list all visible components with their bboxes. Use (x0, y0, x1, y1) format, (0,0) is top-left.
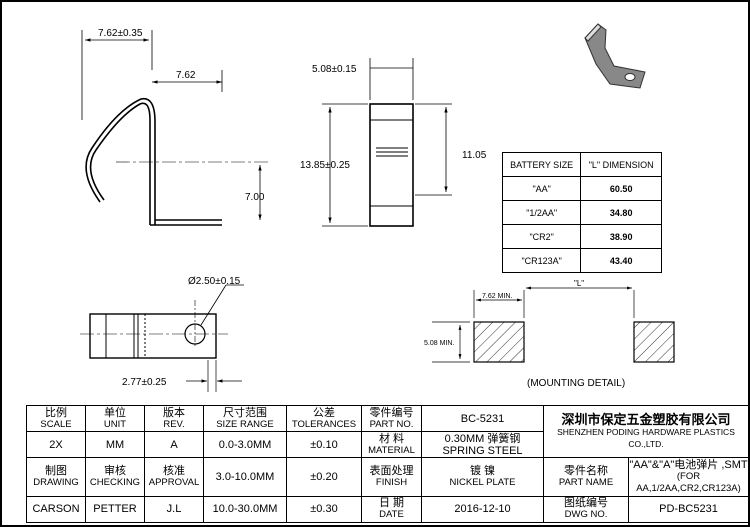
date-value: 2016-12-10 (421, 495, 544, 524)
battery-size-cell: "AA" (501, 176, 582, 201)
front-view (322, 58, 452, 227)
size-range-1: 0.0-3.0MM (203, 431, 287, 459)
battery-size-cell: "CR123A" (501, 248, 582, 273)
hole-diameter-dim: Ø2.50±0.15 (188, 276, 241, 287)
bottom-view (80, 284, 244, 392)
checker-value: PETTER (85, 495, 145, 524)
tolerance-3: ±0.30 (286, 495, 362, 524)
table-row: "AA" 60.50 (501, 176, 662, 201)
part-no-value: BC-5231 (421, 404, 544, 433)
hole-offset-dim: 2.77±0.25 (122, 377, 167, 388)
dwg-no-value: PD-BC5231 (628, 495, 749, 524)
table-row: "CR123A" 43.40 (501, 248, 662, 273)
mount-min-width: 7.62 MIN. (482, 293, 512, 300)
l-dimension-header: "L" DIMENSION (580, 152, 662, 177)
unit-value: MM (85, 431, 145, 459)
part-name-value: "AA"&"A"电池弹片 ,SMT(FOR AA,1/2AA,CR2,CR123… (628, 457, 749, 497)
battery-size-header: BATTERY SIZE (501, 152, 582, 177)
tolerance-2: ±0.20 (286, 457, 362, 497)
mount-l-label: "L" (574, 279, 584, 288)
l-dimension-cell: 43.40 (580, 248, 662, 273)
drawer-value: CARSON (26, 495, 86, 524)
front-height-dim: 13.85±0.25 (300, 160, 350, 171)
l-dimension-cell: 60.50 (580, 176, 662, 201)
table-row: "1/2AA" 34.80 (501, 200, 662, 225)
battery-size-cell: "1/2AA" (501, 200, 582, 225)
front-inner-dim: 11.05 (462, 150, 487, 161)
l-dimension-cell: 34.80 (580, 200, 662, 225)
size-range-3: 10.0-30.0MM (203, 495, 287, 524)
side-height-dim: 7.00 (245, 192, 265, 203)
l-dimension-cell: 38.90 (580, 224, 662, 249)
company-cell: 深圳市保定五金塑胶有限公司 SHENZHEN PODING HARDWARE P… (543, 404, 749, 459)
rev-value: A (144, 431, 204, 459)
side-view (81, 30, 268, 226)
side-top-dim: 7.62 (176, 70, 196, 81)
tolerance-1: ±0.10 (286, 431, 362, 459)
approver-value: J.L (144, 495, 204, 524)
mount-min-height: 5.08 MIN. (424, 340, 454, 347)
mounting-caption: (MOUNTING DETAIL) (527, 378, 625, 389)
scale-value: 2X (26, 431, 86, 459)
side-width-dim: 7.62±0.35 (98, 28, 143, 39)
size-range-2: 3.0-10.0MM (203, 457, 287, 497)
battery-size-table: BATTERY SIZE "L" DIMENSION "AA" 60.50 "1… (501, 152, 662, 273)
battery-size-cell: "CR2" (501, 224, 582, 249)
part-3d-icon (584, 23, 646, 89)
mounting-detail (432, 286, 675, 363)
company-name-cn: 深圳市保定五金塑胶有限公司 (561, 411, 731, 427)
front-width-dim: 5.08±0.15 (312, 64, 357, 75)
company-name-en: SHENZHEN PODING HARDWARE PLASTICS CO.,LT… (557, 426, 735, 449)
table-row: "CR2" 38.90 (501, 224, 662, 249)
